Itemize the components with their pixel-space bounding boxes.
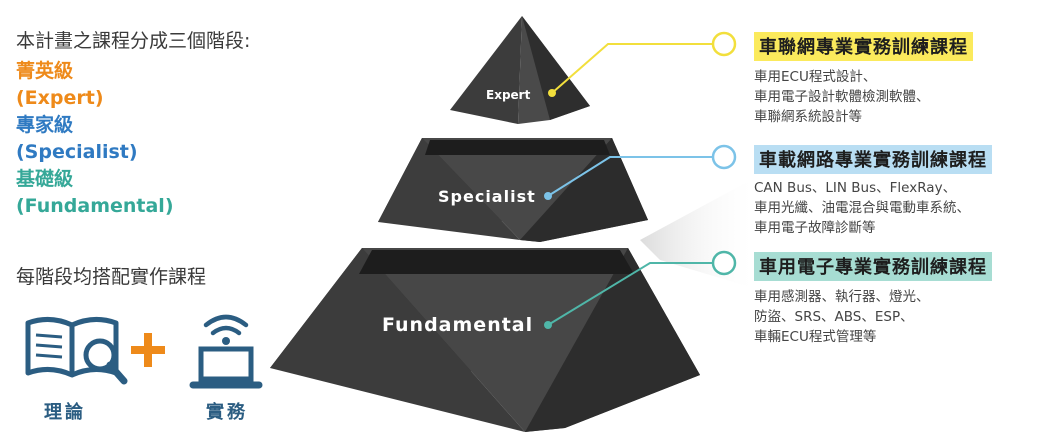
ring-specialist [711, 144, 737, 170]
connector-expert [551, 43, 712, 94]
tier-fundamental [270, 248, 700, 432]
callout-specialist-line: 車用電子故障診斷等 [754, 220, 876, 236]
tier-label-specialist: Specialist [438, 187, 536, 206]
ring-fundamental [711, 250, 737, 276]
callout-expert: 車聯網專業實務訓練課程 車用ECU程式設計、 車用電子設計軟體檢測軟體、 車聯網… [754, 32, 973, 127]
book-magnifier-icon [25, 317, 128, 385]
level-specialist-name: 專家級 [16, 114, 74, 136]
connector-specialist [547, 156, 712, 197]
practice-icons [25, 314, 263, 389]
callout-specialist-title: 車載網路專業實務訓練課程 [754, 145, 992, 174]
callout-specialist-line: 車用光纖、油電混合與電動車系統、 [754, 200, 970, 216]
tier-label-fundamental: Fundamental [382, 314, 534, 336]
callout-expert-line: 車用電子設計軟體檢測軟體、 [754, 89, 930, 105]
callout-specialist-line: CAN Bus、LIN Bus、FlexRay、 [754, 180, 957, 196]
callout-fundamental-line: 防盜、SRS、ABS、ESP、 [754, 309, 914, 325]
callout-fundamental-title: 車用電子專業實務訓練課程 [754, 252, 992, 281]
callout-specialist: 車載網路專業實務訓練課程 CAN Bus、LIN Bus、FlexRay、 車用… [754, 145, 992, 238]
level-expert-name: 菁英級 [16, 60, 74, 82]
level-fundamental-name: 基礎級 [16, 168, 74, 190]
dot-fundamental [544, 321, 552, 329]
callout-expert-title: 車聯網專業實務訓練課程 [754, 32, 973, 61]
tier-label-expert: Expert [486, 88, 531, 102]
ring-expert [711, 31, 737, 57]
callout-fundamental-line: 車用感測器、執行器、燈光、 [754, 289, 930, 305]
plus-icon [131, 333, 165, 367]
connector-dots [544, 89, 556, 329]
practice-label: 實務 [206, 402, 248, 423]
callout-fundamental: 車用電子專業實務訓練課程 車用感測器、執行器、燈光、 防盜、SRS、ABS、ES… [754, 252, 992, 347]
intro-block: 本計畫之課程分成三個階段: 菁英級 (Expert) 專家級 (Speciali… [16, 28, 250, 220]
dot-expert [548, 89, 556, 97]
tier-expert [450, 16, 590, 124]
callout-fundamental-line: 車輛ECU程式管理等 [754, 329, 877, 345]
intro-text: 本計畫之課程分成三個階段: [16, 30, 251, 52]
level-expert-en: (Expert) [16, 87, 104, 109]
light-wedge [640, 175, 760, 290]
callout-expert-line: 車聯網系統設計等 [754, 109, 862, 125]
laptop-wifi-icon [189, 314, 263, 389]
theory-label: 理論 [44, 402, 86, 423]
connector-lines [547, 43, 712, 326]
connector-rings [711, 31, 737, 276]
level-specialist-en: (Specialist) [16, 141, 138, 163]
connector-fundamental [547, 262, 712, 326]
practice-text: 每階段均搭配實作課程 [16, 266, 207, 288]
dot-specialist [544, 192, 552, 200]
tier-specialist [378, 138, 648, 242]
level-fundamental-en: (Fundamental) [16, 195, 174, 217]
callout-expert-line: 車用ECU程式設計、 [754, 69, 877, 85]
